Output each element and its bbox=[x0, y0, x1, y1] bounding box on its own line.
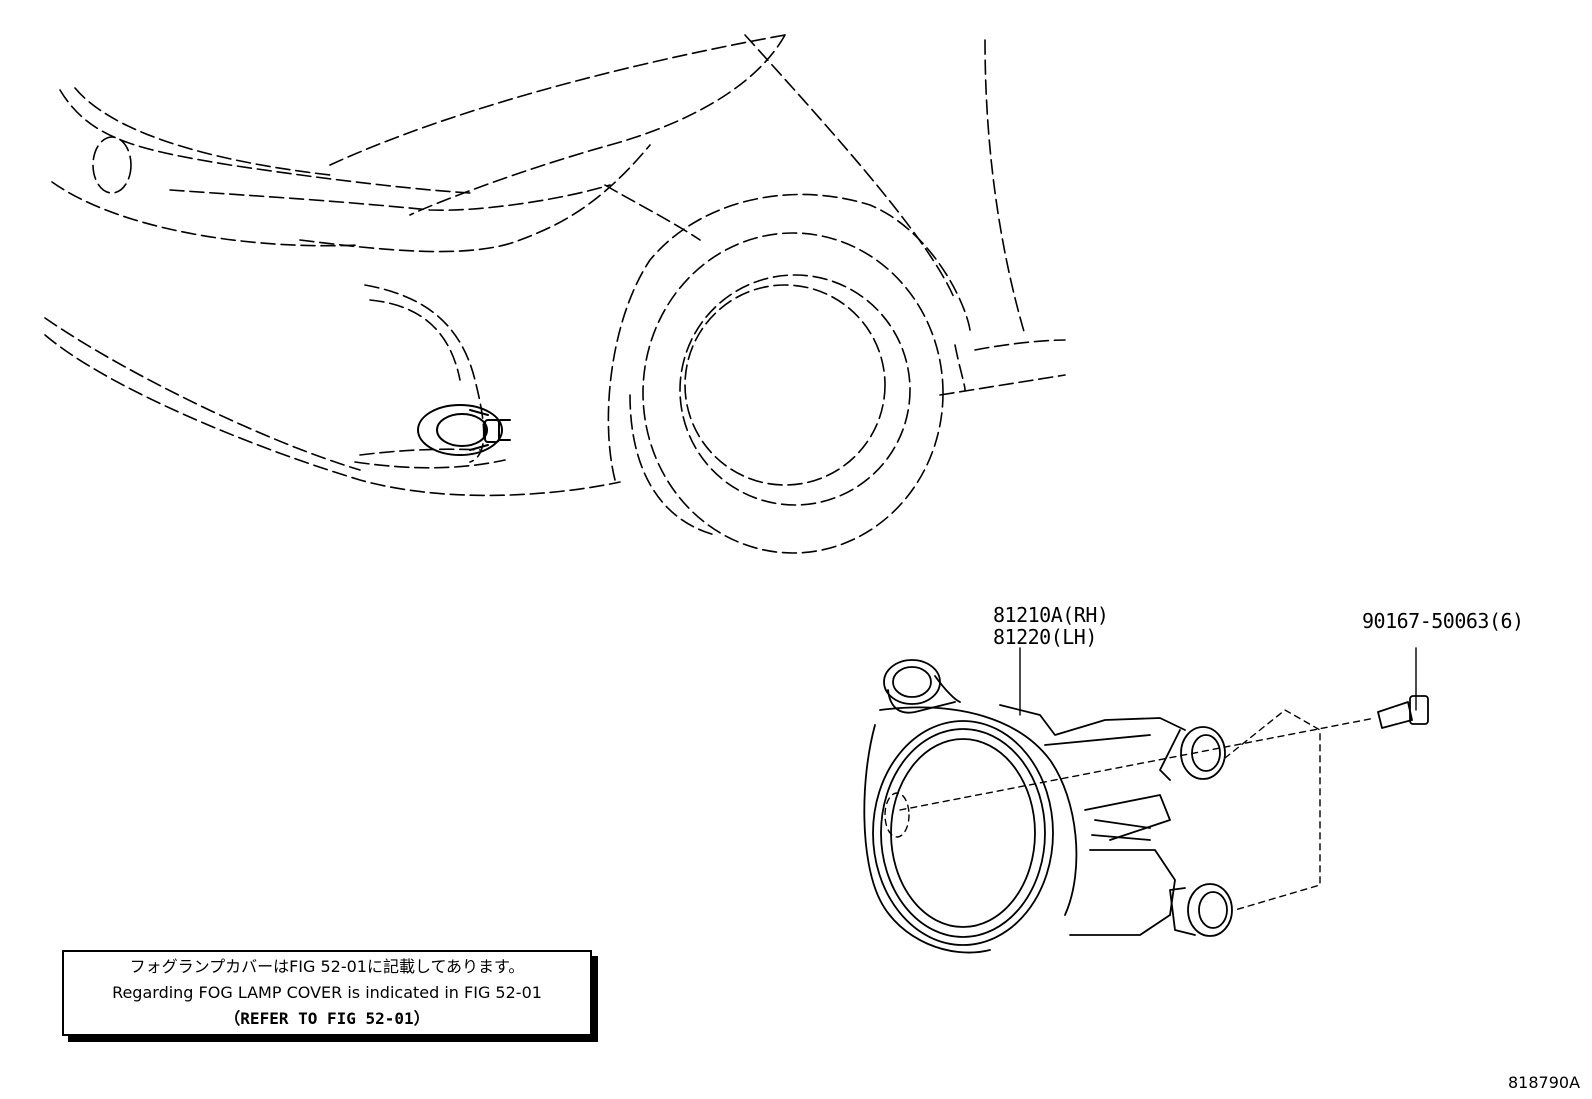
part-number-screw: 90167-50063(6) bbox=[1362, 609, 1524, 633]
note-english: Regarding FOG LAMP COVER is indicated in… bbox=[112, 983, 542, 1002]
note-box: フォグランプカバーはFIG 52-01に記載してあります。 Regarding … bbox=[62, 950, 592, 1036]
note-japanese: フォグランプカバーはFIG 52-01に記載してあります。 bbox=[129, 957, 525, 976]
vehicle-outline bbox=[44, 34, 1066, 554]
part-number-fog-lamp-lh: 81220(LH) bbox=[993, 625, 1097, 649]
note-reference: （REFER TO FIG 52-01） bbox=[224, 1009, 430, 1028]
fog-lamp-on-vehicle bbox=[417, 404, 511, 456]
figure-id: 818790A bbox=[1508, 1073, 1581, 1092]
part-number-fog-lamp-rh: 81210A(RH) bbox=[993, 603, 1109, 627]
fog-lamp-assembly bbox=[863, 647, 1233, 954]
screw bbox=[1377, 647, 1429, 729]
assembly-lines bbox=[884, 709, 1376, 911]
